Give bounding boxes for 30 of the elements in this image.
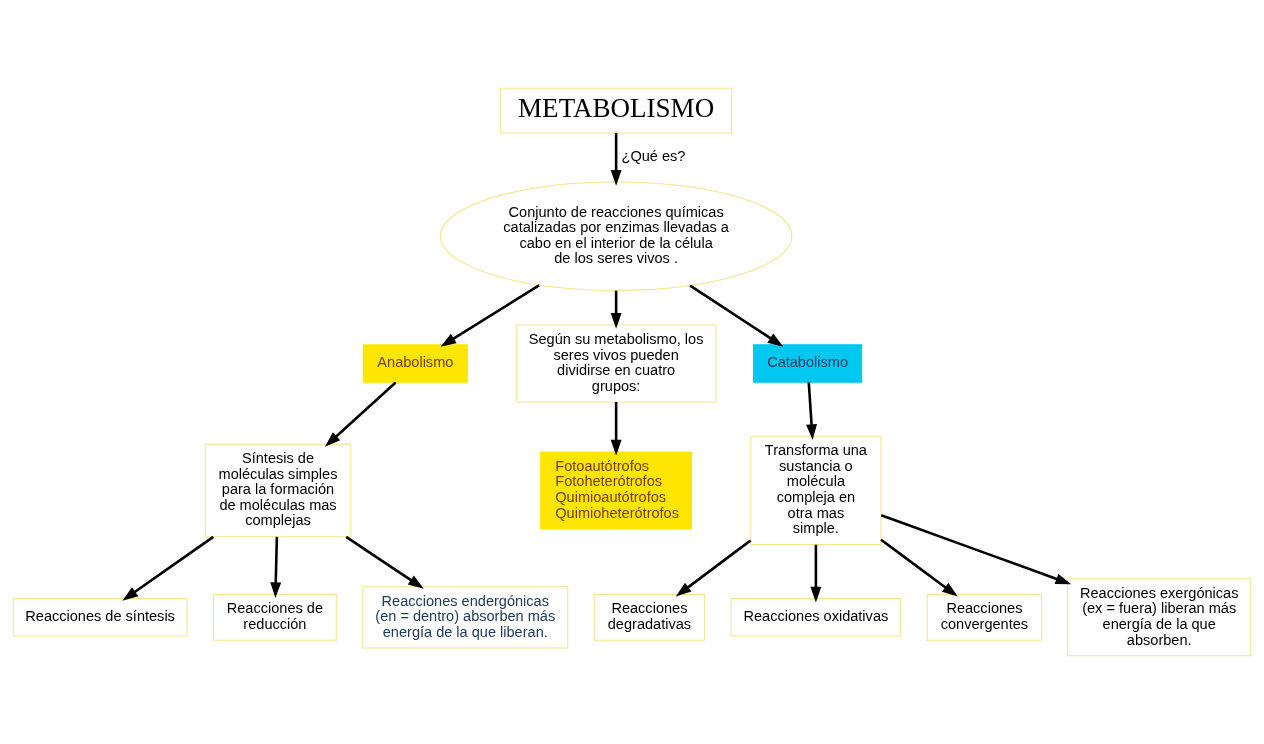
node-box: Reacciones exergónicas (ex = fuera) liberan más energía de la que absorben. xyxy=(1067,578,1252,657)
arrow xyxy=(270,536,282,599)
node-box: Reacciones oxidativas xyxy=(730,598,902,637)
arrow xyxy=(880,514,1072,585)
node-box: Reacciones convergentes xyxy=(926,593,1043,641)
node-box: Anabolismo xyxy=(362,344,468,383)
arrow xyxy=(345,535,424,589)
node-box: Reacciones de síntesis xyxy=(12,598,188,637)
arrow xyxy=(810,544,822,603)
node-box: Según su metabolismo, los seres vivos pueden dividirse en cuatro grupos: xyxy=(515,324,717,403)
arrow xyxy=(675,539,752,597)
arrow xyxy=(610,290,622,329)
arrow xyxy=(610,133,622,186)
arrow xyxy=(610,402,622,456)
node-ellipse: Conjunto de reacciones químicas catalizadas por enzimas llevadas a cabo en el interior de la célula de los seres vivos . xyxy=(439,181,793,291)
edge-label: ¿Qué es? xyxy=(621,148,686,165)
node-box: Reacciones de reducción xyxy=(213,593,337,641)
arrow xyxy=(440,284,540,347)
node-box: Fotoautótrofos Fotoheterótrofos Quimioautótrofos Quimioheterótrofos xyxy=(540,451,693,530)
node-box: Reacciones degradativas xyxy=(593,593,706,641)
node-box: Síntesis de moléculas simples para la formación de moléculas mas complejas xyxy=(204,443,352,538)
arrow xyxy=(880,538,958,597)
node-box: Transforma una sustancia o molécula compleja en otra mas simple. xyxy=(750,435,882,546)
node-box: Reacciones endergónicas (en = dentro) absorben más energía de la que liberan. xyxy=(362,586,569,649)
arrow xyxy=(324,381,397,447)
arrow xyxy=(806,382,818,441)
arrow xyxy=(689,284,784,347)
arrow xyxy=(122,535,215,601)
node-box: Catabolismo xyxy=(752,344,863,383)
node-box: METABOLISMO xyxy=(500,87,733,134)
